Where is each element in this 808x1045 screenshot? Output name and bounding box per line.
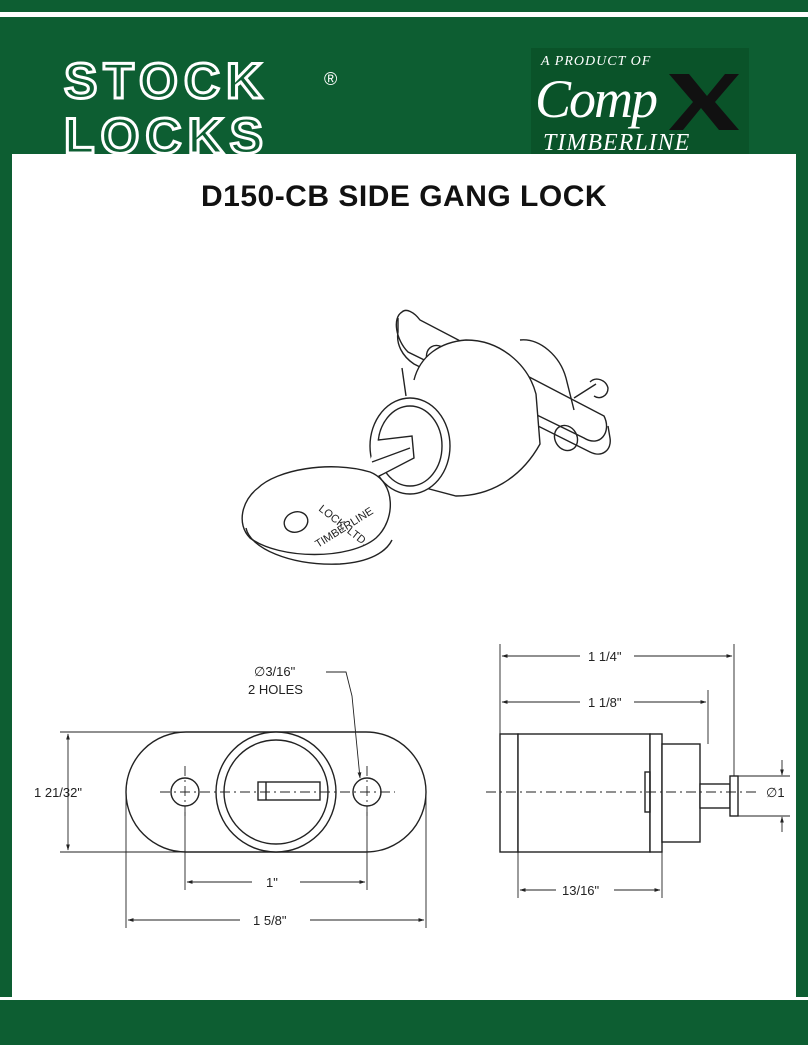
overall-dim-label: 1 1/4" (588, 649, 622, 664)
width-dim-label: 1 5/8" (253, 913, 287, 928)
body-dim-label: 1 1/8" (588, 695, 622, 710)
compx-logo: A PRODUCT OF Comp TIMBERLINE (531, 48, 749, 161)
front-view-dimensions (60, 671, 427, 928)
logo-line2: LOCKS (64, 108, 269, 163)
lock-isometric (241, 309, 611, 565)
logo-line1: STOCK (64, 53, 268, 109)
timberline-label: TIMBERLINE (543, 130, 691, 156)
top-rule (0, 12, 808, 17)
stock-locks-logo: STOCK LOCKS ® (63, 53, 338, 163)
bolt-dim-label: 13/16" (562, 883, 600, 898)
bolt-dia-label: ∅1 (766, 785, 785, 800)
height-dim-label: 1 21/32" (34, 785, 82, 800)
compx-brand: Comp (535, 69, 658, 129)
product-of-label: A PRODUCT OF (541, 54, 652, 69)
compx-x-icon (669, 74, 739, 130)
side-view-dimensions (499, 644, 790, 898)
drawing-sheet (12, 154, 796, 997)
hole-dia-label: ∅3/16" (254, 664, 296, 679)
front-view-centerlines (160, 766, 395, 818)
page-title: D150-CB SIDE GANG LOCK (200, 180, 608, 213)
registered-mark: ® (324, 69, 337, 89)
header: STOCK LOCKS ® A PRODUCT OF Comp TIMBERLI… (0, 17, 808, 163)
center-dim-label: 1" (266, 875, 278, 890)
bottom-rule (0, 997, 808, 1000)
side-view (499, 733, 739, 853)
hole-count-label: 2 HOLES (248, 682, 303, 697)
